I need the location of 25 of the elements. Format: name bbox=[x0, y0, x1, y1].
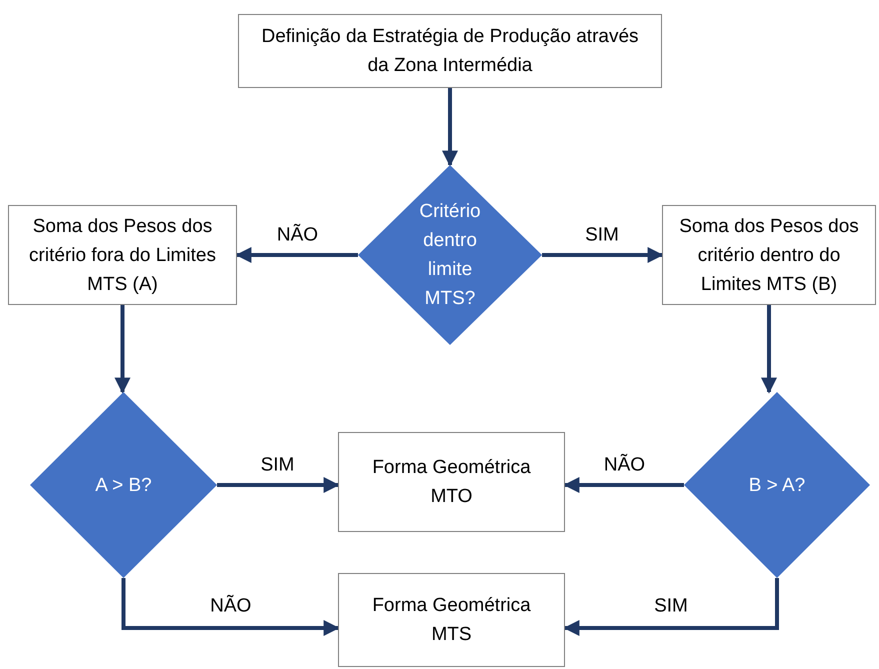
process-box bbox=[338, 573, 565, 667]
arrow bbox=[761, 305, 777, 394]
box-text: Forma Geométrica MTS bbox=[371, 594, 532, 647]
decision-diamond bbox=[30, 392, 217, 578]
arrow bbox=[217, 477, 340, 493]
box-text: Soma dos Pesos dos critério fora do Limites MTS (A) bbox=[28, 214, 217, 296]
arrow bbox=[442, 88, 458, 167]
arrow bbox=[563, 477, 684, 493]
decision-diamond bbox=[358, 165, 542, 345]
process-box bbox=[8, 205, 237, 305]
box-text: Forma Geométrica MTO bbox=[371, 456, 532, 509]
decision-diamond bbox=[684, 392, 870, 578]
process-box bbox=[662, 205, 876, 305]
box-text: Definição da Estratégia de Produção através da Zona Intermédia bbox=[260, 25, 640, 78]
process-box bbox=[338, 432, 565, 532]
arrow bbox=[235, 247, 358, 263]
arrow bbox=[563, 578, 779, 636]
arrow bbox=[122, 578, 340, 636]
decision-text: B > A? bbox=[748, 474, 806, 498]
box-text: Soma dos Pesos dos critério dentro do Limites MTS (B) bbox=[678, 214, 860, 296]
decision-text: A > B? bbox=[94, 474, 153, 498]
arrow bbox=[542, 247, 664, 263]
decision-text: Critério dentro limite MTS? bbox=[418, 200, 482, 311]
process-box bbox=[238, 14, 662, 88]
arrow bbox=[114, 305, 130, 394]
